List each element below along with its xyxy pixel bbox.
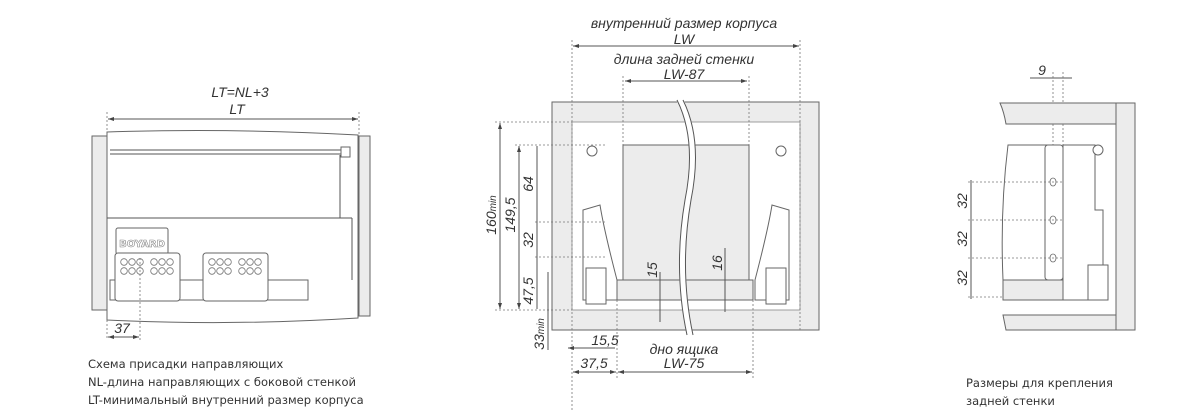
d16-label: 16 [709, 255, 725, 271]
d15-label: 15 [644, 262, 660, 278]
caption-line: LT-минимальный внутренний размер корпуса [88, 393, 364, 407]
d32b-label: 32 [954, 231, 970, 247]
d15-5-label: 15,5 [591, 332, 618, 348]
lw-label: LW [674, 31, 696, 47]
lw-87-label: LW-87 [664, 66, 706, 82]
lt-label: LT [229, 101, 246, 117]
left-drawer-view: LT=NL+3 LT BOYARD 37 [91, 84, 371, 340]
boyard-logo: BOYARD [119, 239, 165, 250]
front-cabinet-view: внутренний размер корпуса LW длина задне… [483, 15, 820, 411]
d9-label: 9 [1038, 62, 1046, 78]
inner-size-label: внутренний размер корпуса [591, 15, 778, 31]
h160-label: 160min [483, 195, 499, 235]
offset-37-label: 37 [114, 320, 131, 336]
d37-5-label: 37,5 [580, 355, 607, 371]
side-view: 9 32 32 32 [954, 62, 1136, 331]
right-caption: Размеры для крепления задней стенки [966, 374, 1113, 410]
caption-line: задней стенки [966, 394, 1055, 408]
d64-label: 64 [520, 176, 536, 192]
d47-label: 47,5 [520, 277, 536, 304]
caption-line: Схема присадки направляющих [88, 357, 284, 371]
cabinet-side [1115, 102, 1136, 331]
h149-label: 149,5 [502, 197, 518, 232]
cabinet-side-right [358, 135, 371, 317]
d32a-label: 32 [954, 193, 970, 209]
bottom-label: дно ящика [650, 341, 719, 357]
d32-label: 32 [520, 232, 536, 248]
back-wall-label: длина задней стенки [614, 51, 755, 67]
lw-75-label: LW-75 [664, 355, 705, 371]
formula-label: LT=NL+3 [211, 84, 269, 100]
caption-line: NL-длина направляющих с боковой стенкой [88, 375, 356, 389]
left-caption: Схема присадки направляющих NL-длина нап… [88, 355, 364, 409]
caption-line: Размеры для крепления [966, 376, 1113, 390]
cabinet-side-left [91, 135, 108, 311]
d32c-label: 32 [954, 270, 970, 286]
d33-label: 33min [531, 318, 547, 350]
